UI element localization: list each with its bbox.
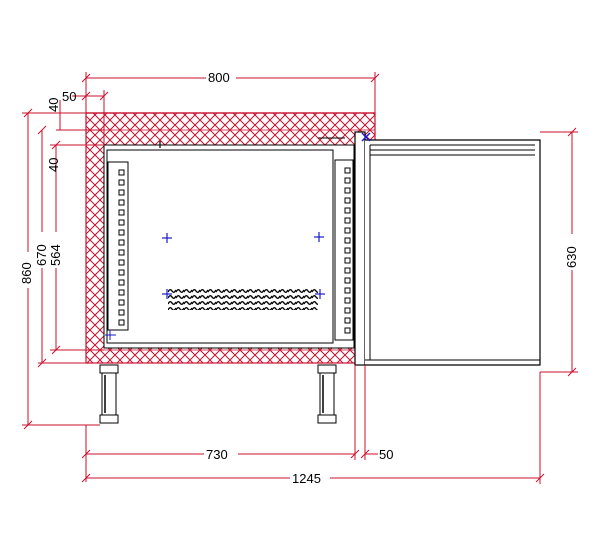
dim-bottom-50: 50 <box>379 447 393 462</box>
rail-slot <box>118 169 125 176</box>
rail-slot <box>344 287 351 294</box>
rail-slot <box>118 239 125 246</box>
dim-height-670: 670 <box>34 244 49 266</box>
rail-slot <box>118 179 125 186</box>
right-shelf-rail <box>334 159 354 341</box>
rail-slot <box>344 257 351 264</box>
marker-cross <box>162 233 172 243</box>
rail-slot <box>118 219 125 226</box>
rail-slot <box>118 279 125 286</box>
left-shelf-rail <box>105 161 129 340</box>
dim-top-margin: 50 <box>62 89 76 104</box>
evaporator-grille <box>168 288 318 310</box>
dim-height-860: 860 <box>19 262 34 284</box>
dim-left-40-top: 40 <box>46 98 61 112</box>
leg-left <box>99 364 119 424</box>
dim-right-630: 630 <box>564 246 579 268</box>
rail-slot <box>118 209 125 216</box>
rail-slot <box>344 247 351 254</box>
marker-cross <box>162 289 172 299</box>
rail-slot <box>118 269 125 276</box>
rail-slot <box>118 249 125 256</box>
dim-total-1245: 1245 <box>292 471 321 486</box>
rail-slot <box>344 227 351 234</box>
rail-slot <box>344 277 351 284</box>
rail-slot <box>344 327 351 334</box>
rail-slot <box>118 229 125 236</box>
leg-right <box>317 364 337 424</box>
rail-slot <box>344 197 351 204</box>
rail-slot <box>344 187 351 194</box>
dim-height-564: 564 <box>48 244 63 266</box>
dim-top-width: 800 <box>208 70 230 85</box>
cabinet-inner-liner <box>106 149 334 344</box>
rail-slot <box>118 309 125 316</box>
rail-slot <box>118 299 125 306</box>
rail-slot <box>344 167 351 174</box>
rail-slot <box>344 217 351 224</box>
hinge-marker <box>361 132 371 142</box>
cabinet-legs <box>99 364 337 424</box>
rail-slot <box>344 317 351 324</box>
rail-slot <box>344 177 351 184</box>
open-drawer <box>354 131 541 366</box>
rail-slot <box>118 189 125 196</box>
rail-slot <box>344 237 351 244</box>
rail-slot <box>118 289 125 296</box>
dimension-labels: 800 50 40 40 860 670 564 630 730 50 1245 <box>16 70 579 486</box>
cabinet-body <box>85 112 376 364</box>
dim-bottom-730: 730 <box>206 447 228 462</box>
position-markers <box>162 232 325 299</box>
rail-slot <box>344 207 351 214</box>
rail-slot <box>118 199 125 206</box>
marker-cross <box>314 232 324 242</box>
dim-left-40-mid: 40 <box>46 158 61 172</box>
dimension-lines <box>22 72 578 484</box>
rail-slot <box>344 267 351 274</box>
rail-slot <box>118 259 125 266</box>
rail-slot <box>344 297 351 304</box>
drawer-face <box>354 131 366 366</box>
rail-slot <box>344 307 351 314</box>
marker-cross <box>315 289 325 299</box>
rail-slot <box>118 319 125 326</box>
